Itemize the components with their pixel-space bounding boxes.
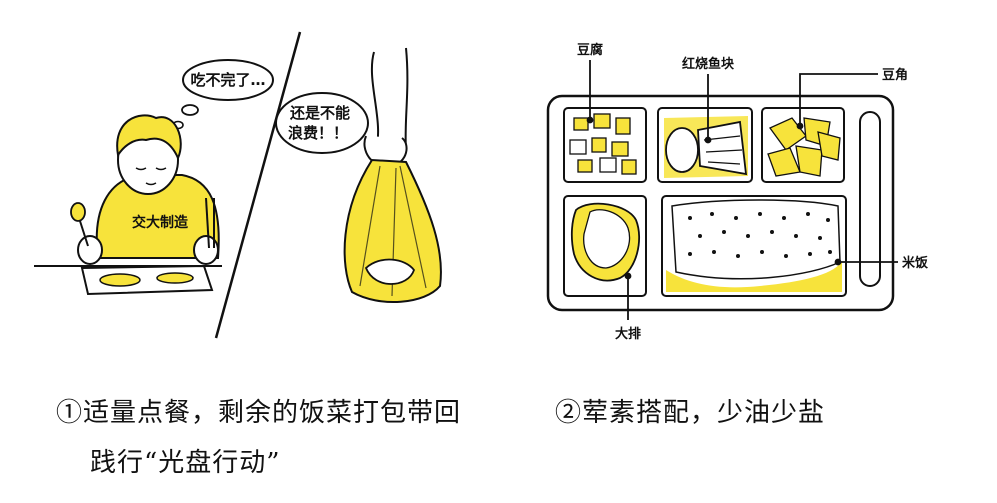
green-beans-compartment (761, 107, 845, 183)
caption-left-line2: 践行“光盘行动” (90, 448, 281, 478)
caption-right-line1: ②荤素搭配，少油少盐 (555, 398, 826, 428)
speech-bubble-line2: 浪费！！ (288, 124, 348, 142)
label-braised-fish: 红烧鱼块 (682, 56, 735, 72)
shirt-text: 交大制造 (132, 214, 188, 231)
speech-bubble-line1: 还是不能 (289, 104, 350, 122)
boy-figure: 交大制造 (70, 114, 220, 265)
label-tofu: 豆腐 (577, 42, 603, 58)
caption-left-line1: ①适量点餐，剩余的饭菜打包带回 (56, 398, 462, 428)
speech-bubble: 还是不能 浪费！！ (275, 92, 369, 154)
left-panel: 吃不完了… 还是不能 浪费！！ 交大制造 (34, 31, 442, 339)
tofu-compartment (563, 107, 647, 183)
braised-fish-compartment (657, 107, 753, 183)
tray-side-channel (859, 111, 881, 287)
thought-bubble: 吃不完了… (172, 59, 274, 130)
thought-bubble-text: 吃不完了… (190, 71, 265, 89)
spoon-icon (70, 202, 86, 222)
pork-chop-compartment (563, 195, 647, 297)
rice-compartment (661, 195, 847, 297)
label-leaders (586, 60, 898, 320)
food-tray-small (80, 264, 214, 296)
chopsticks-icon (205, 197, 210, 249)
panel-divider (214, 31, 302, 339)
takeaway-bag (343, 47, 442, 303)
label-rice: 米饭 (902, 255, 928, 271)
right-panel: 豆腐 红烧鱼块 豆角 米饭 大排 (546, 42, 928, 342)
label-pork-chop: 大排 (615, 326, 641, 342)
label-green-beans: 豆角 (882, 67, 908, 83)
